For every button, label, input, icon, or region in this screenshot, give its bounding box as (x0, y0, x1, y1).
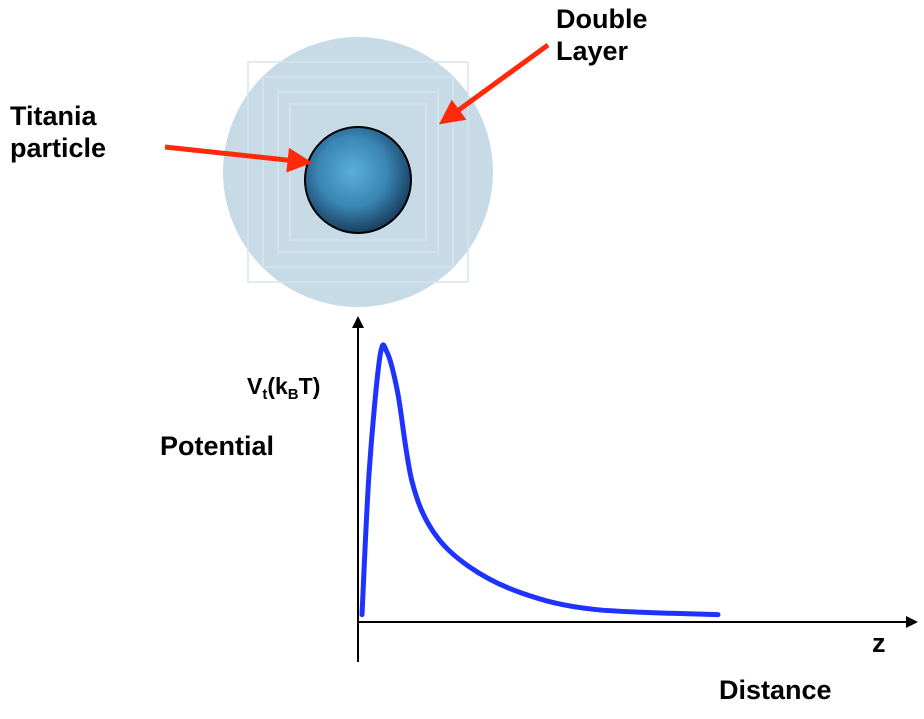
double-layer-pointer-arrow (438, 42, 550, 125)
unit-end: T) (298, 373, 321, 399)
double-layer-label: Double Layer (556, 3, 648, 67)
double-layer-label-line2: Layer (556, 36, 629, 66)
titania-label-line1: Titania (10, 101, 97, 131)
unit-mid: (k (267, 373, 288, 399)
potential-curve (359, 342, 721, 618)
double-layer-texture (247, 61, 469, 283)
unit-base: V (247, 373, 263, 399)
titania-particle-label: Titania particle (10, 100, 106, 164)
y-axis-title: Potential (160, 431, 275, 461)
y-axis-unit-label: Vt(kBT) (247, 372, 320, 409)
x-axis-symbol: z (872, 628, 886, 658)
unit-subscript-b: B (287, 386, 299, 403)
titania-label-line2: particle (10, 133, 107, 163)
titania-particle-core (304, 126, 412, 234)
titania-pointer-arrow (164, 144, 313, 173)
double-layer-label-line1: Double (556, 4, 648, 34)
x-axis-title: Distance (719, 675, 832, 705)
unit-subscript-t: t (262, 386, 268, 403)
